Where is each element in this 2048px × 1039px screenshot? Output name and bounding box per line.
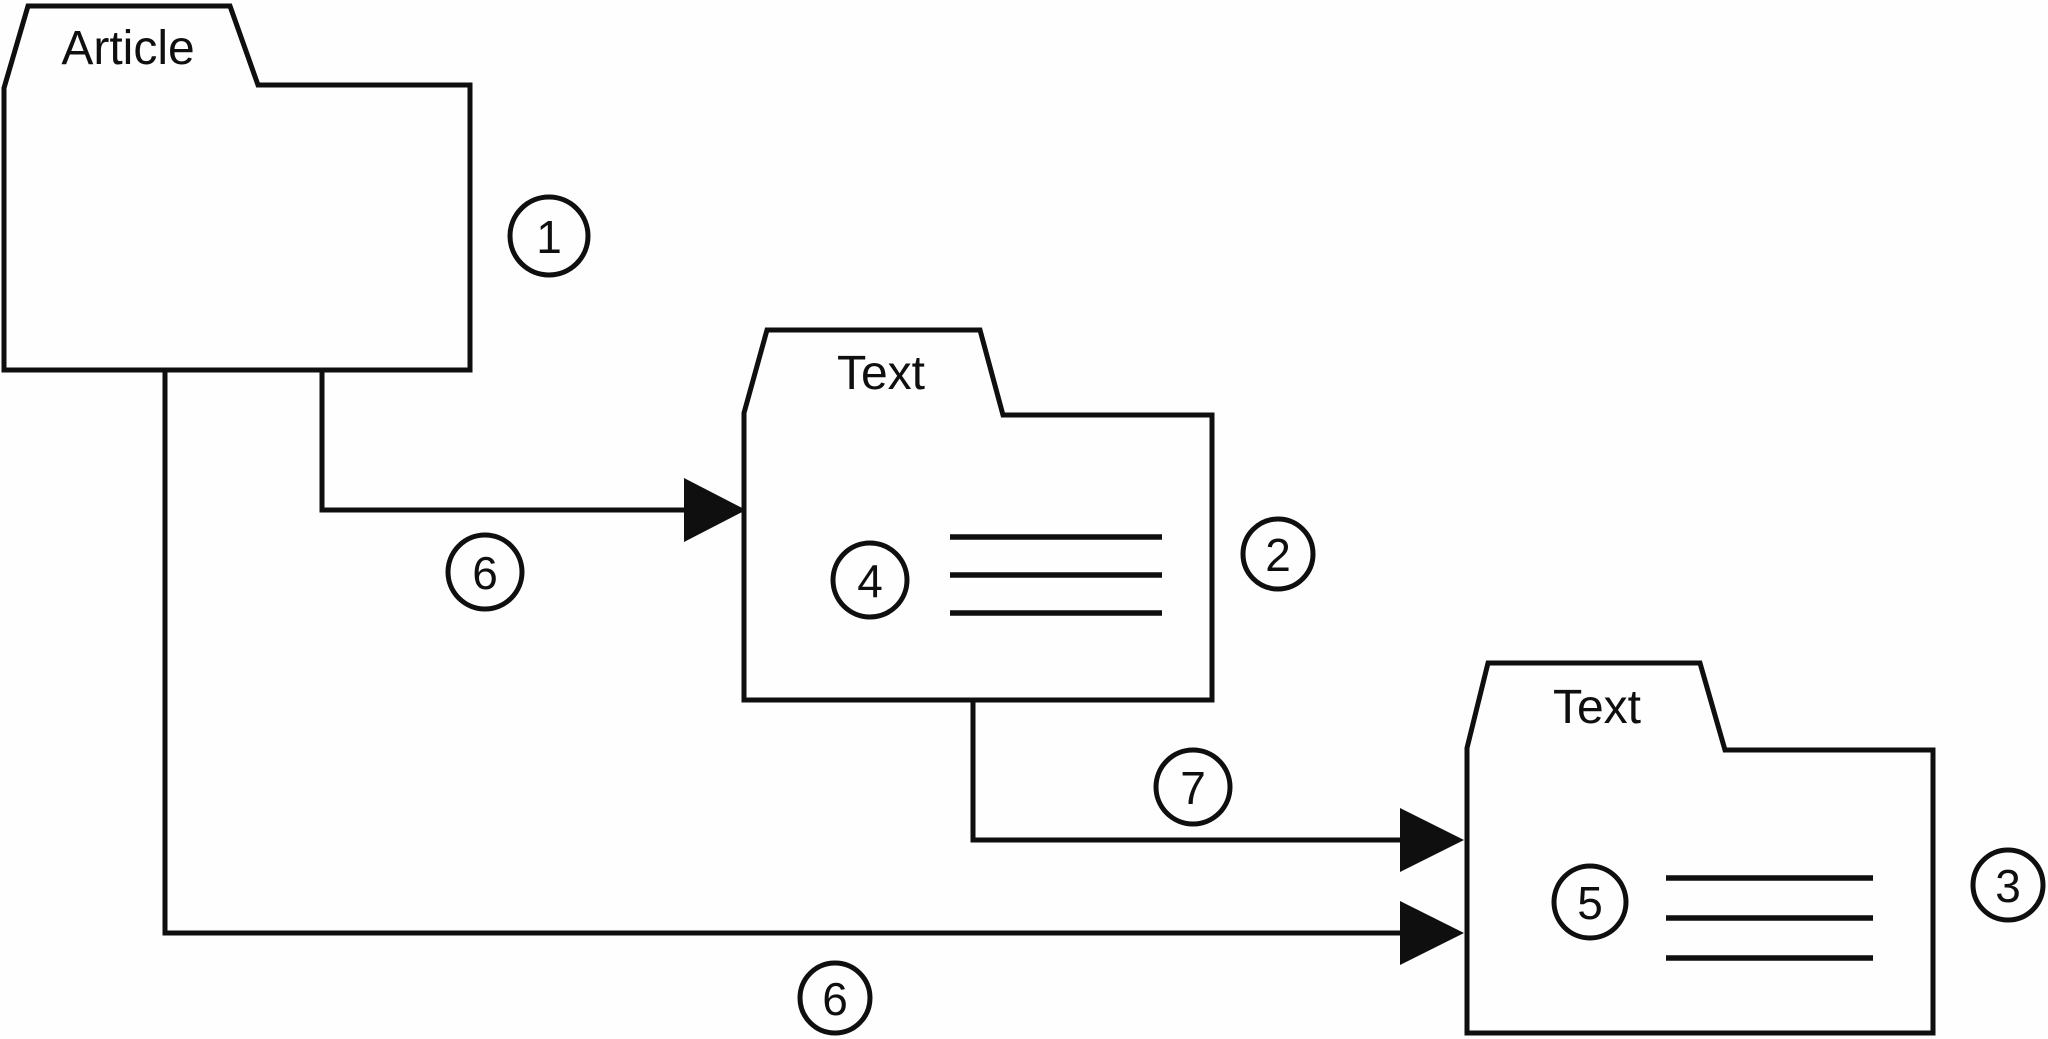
text-folder-2: Text xyxy=(1464,660,1936,1036)
connector-7-label: 7 xyxy=(1153,747,1233,827)
label-6-upper-number: 6 xyxy=(472,547,498,599)
text-folder-2-doc-lines xyxy=(1666,875,1873,961)
connector-6-upper-line xyxy=(319,370,690,513)
text-folder-1-shape xyxy=(741,327,1215,703)
badge-4: 4 xyxy=(830,540,910,620)
article-folder: Article xyxy=(1,3,473,373)
connector-7-arrowhead-icon xyxy=(1400,808,1464,872)
badge-1-number: 1 xyxy=(536,211,562,263)
label-7-number: 7 xyxy=(1180,762,1206,814)
connector-6-upper xyxy=(319,370,746,542)
connector-6-lower-arrowhead-icon xyxy=(1400,901,1464,965)
connector-6-upper-label: 6 xyxy=(445,532,525,612)
badge-3: 3 xyxy=(1970,847,2046,923)
badge-4-number: 4 xyxy=(857,555,883,607)
connector-6-lower-label: 6 xyxy=(797,960,873,1036)
badge-5: 5 xyxy=(1551,863,1629,941)
label-6-lower-circle xyxy=(797,960,873,1036)
badge-2-number: 2 xyxy=(1265,529,1291,581)
label-7-circle xyxy=(1153,747,1233,827)
connector-6-upper-arrowhead-icon xyxy=(684,478,746,542)
article-folder-label: Article xyxy=(61,22,194,75)
badge-5-circle xyxy=(1551,863,1629,941)
connector-7-line xyxy=(970,700,1406,843)
connector-6-lower xyxy=(162,370,1464,965)
badge-5-number: 5 xyxy=(1577,877,1603,929)
label-6-lower-number: 6 xyxy=(822,973,848,1025)
connector-6-lower-line xyxy=(162,370,1406,936)
text-folder-2-shape xyxy=(1464,660,1936,1036)
connector-7 xyxy=(970,700,1464,872)
badge-2-circle xyxy=(1240,516,1316,592)
badge-4-circle xyxy=(830,540,910,620)
text-folder-1-label: Text xyxy=(837,347,925,400)
badge-3-circle xyxy=(1970,847,2046,923)
badge-2: 2 xyxy=(1240,516,1316,592)
badge-1: 1 xyxy=(507,194,591,278)
badge-3-number: 3 xyxy=(1995,860,2021,912)
badge-1-circle xyxy=(507,194,591,278)
label-6-upper-circle xyxy=(445,532,525,612)
text-folder-2-label: Text xyxy=(1553,681,1641,734)
text-folder-1-doc-lines xyxy=(950,534,1162,616)
text-folder-1: Text xyxy=(741,327,1215,703)
article-folder-shape xyxy=(1,3,473,373)
